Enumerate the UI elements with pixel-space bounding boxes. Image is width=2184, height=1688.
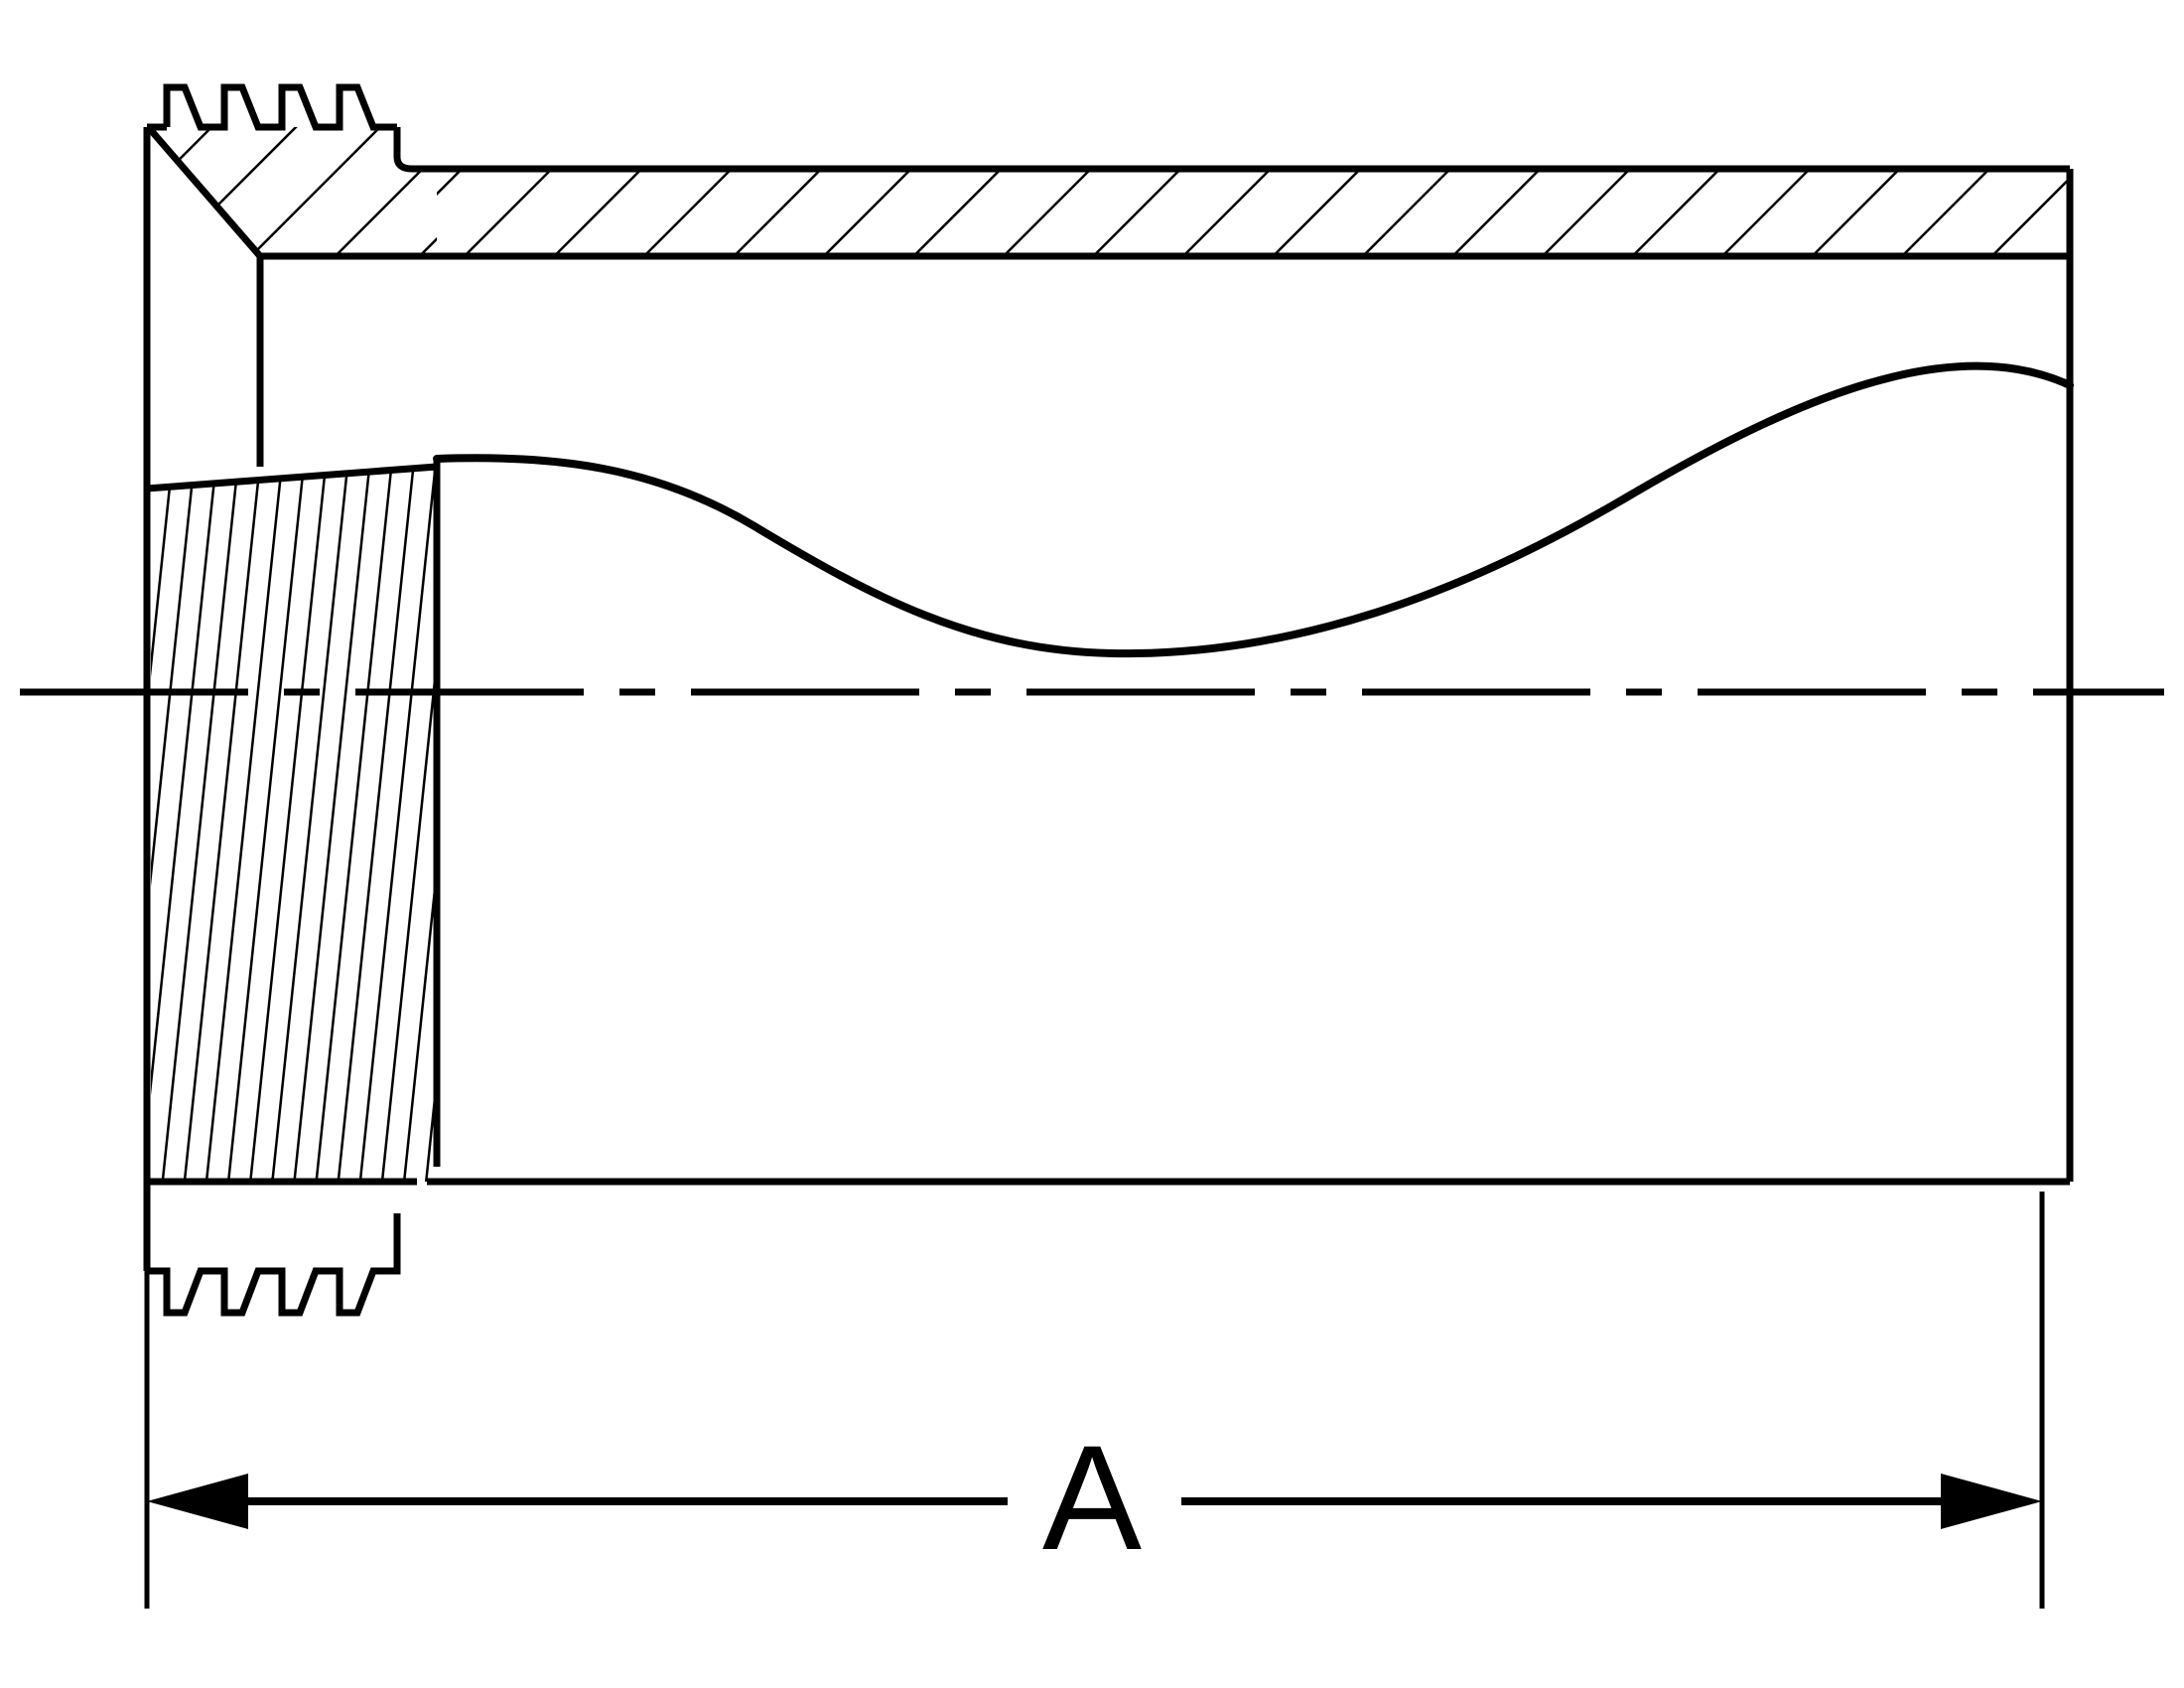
hatch-thread-sleeve <box>151 469 437 1182</box>
arrowhead-left-icon <box>147 1474 248 1529</box>
arrowhead-right-icon <box>1941 1474 2042 1529</box>
thread-sleeve-top-edge <box>146 463 438 492</box>
outer-profile-top <box>147 123 2070 173</box>
thread-crest-bottom <box>147 1213 401 1317</box>
hatch-top-wall-band <box>437 169 2070 256</box>
dimension-overall-length: A <box>144 1192 2045 1609</box>
dimension-label-a: A <box>1042 1414 1142 1581</box>
bore-profile-curve <box>433 361 2074 658</box>
thread-crest-top <box>163 83 397 131</box>
flange-chamfer <box>147 126 263 259</box>
